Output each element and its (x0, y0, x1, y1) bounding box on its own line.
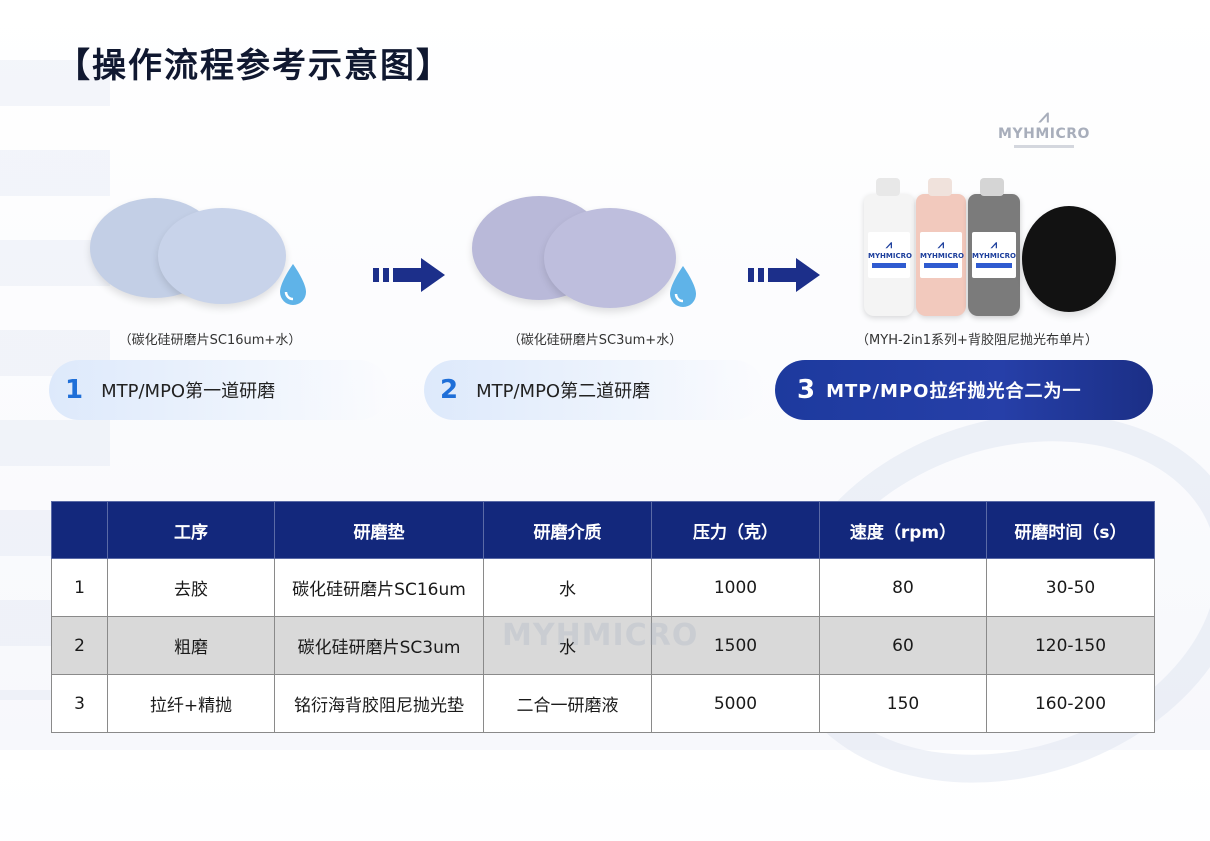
column-header: 压力（克） (651, 501, 820, 559)
table-cell: 80 (819, 558, 987, 617)
step-2-caption: （碳化硅研磨片SC3um+水） (507, 333, 683, 348)
arrow-right-icon (373, 258, 445, 292)
table-header-row: 工序 研磨垫 研磨介质 压力（克） 速度（rpm） 研磨时间（s） (51, 501, 1155, 559)
brand-logo: ⩘ MYHMICRO (992, 108, 1096, 148)
table-watermark: MYHMICRO (502, 618, 699, 653)
table-cell: 二合一研磨液 (483, 674, 652, 733)
table-cell: 水 (483, 558, 652, 617)
step-2-image (470, 190, 710, 315)
table-cell: 去胶 (107, 558, 275, 617)
table-cell: 1 (51, 558, 108, 617)
step-1-pill: 1 MTP/MPO第一道研磨 (49, 360, 389, 420)
table-cell: 1000 (651, 558, 820, 617)
table-cell: 120-150 (986, 616, 1155, 675)
step-number: 3 (797, 375, 817, 405)
step-label: MTP/MPO拉纤抛光合二为一 (826, 381, 1082, 402)
table-row: 1 去胶 碳化硅研磨片SC16um 水 1000 80 30-50 (51, 558, 1155, 617)
table-cell: 拉纤+精抛 (107, 674, 275, 733)
column-header: 研磨时间（s） (986, 501, 1155, 559)
table-cell: 碳化硅研磨片SC16um (274, 558, 484, 617)
bottle-cap (928, 178, 952, 196)
step-3-pill: 3 MTP/MPO拉纤抛光合二为一 (775, 360, 1153, 420)
logo-subline (1014, 145, 1074, 148)
step-number: 1 (65, 375, 84, 405)
water-drop-icon (670, 266, 696, 307)
process-parameter-table: 工序 研磨垫 研磨介质 压力（克） 速度（rpm） 研磨时间（s） 1 去胶 碳… (51, 501, 1155, 733)
table-cell: 1500 (651, 616, 820, 675)
table-cell: 60 (819, 616, 987, 675)
polishing-bottle-grey: ⩘MYHMICRO (968, 178, 1020, 316)
step-1-image (90, 190, 320, 310)
page-title: 【操作流程参考示意图】 (56, 46, 452, 86)
table-cell: 150 (819, 674, 987, 733)
table-cell: 水 (483, 616, 652, 675)
table-cell: 粗磨 (107, 616, 275, 675)
bottle-label: ⩘MYHMICRO (868, 232, 912, 278)
table-cell: 3 (51, 674, 108, 733)
column-header: 速度（rpm） (819, 501, 987, 559)
polishing-cloth-disc (1022, 206, 1116, 312)
table-cell: 160-200 (986, 674, 1155, 733)
polishing-bottle-pink: ⩘MYHMICRO (916, 178, 966, 316)
table-cell: 2 (51, 616, 108, 675)
grinding-disc (544, 208, 676, 308)
bottle-label: ⩘MYHMICRO (920, 232, 964, 278)
table-cell: 碳化硅研磨片SC3um (274, 616, 484, 675)
arrow-right-icon (748, 258, 820, 292)
column-header: 研磨垫 (274, 501, 484, 559)
step-label: MTP/MPO第一道研磨 (101, 381, 276, 402)
column-header: 工序 (107, 501, 275, 559)
bottle-cap (876, 178, 900, 196)
step-3-caption: （MYH-2in1系列+背胶阻尼抛光布单片） (856, 333, 1098, 348)
table-cell: 5000 (651, 674, 820, 733)
water-drop-icon (280, 264, 306, 305)
polishing-bottle-white: ⩘MYHMICRO (864, 178, 914, 316)
bottle-label: ⩘MYHMICRO (972, 232, 1016, 278)
step-3-image: ⩘MYHMICRO ⩘MYHMICRO ⩘MYHMICRO (860, 170, 1120, 320)
step-number: 2 (440, 375, 459, 405)
step-2-pill: 2 MTP/MPO第二道研磨 (424, 360, 764, 420)
step-label: MTP/MPO第二道研磨 (476, 381, 651, 402)
table-row: 2 粗磨 碳化硅研磨片SC3um 水 1500 60 120-150 (51, 616, 1155, 675)
logo-m-icon: ⩘ (1038, 106, 1050, 127)
bottle-cap (980, 178, 1004, 196)
grinding-disc (158, 208, 286, 304)
logo-brand-text: MYHMICRO (998, 126, 1090, 142)
step-1-caption: （碳化硅研磨片SC16um+水） (118, 333, 302, 348)
column-header: 研磨介质 (483, 501, 652, 559)
table-cell: 铭衍海背胶阻尼抛光垫 (274, 674, 484, 733)
table-row: 3 拉纤+精抛 铭衍海背胶阻尼抛光垫 二合一研磨液 5000 150 160-2… (51, 674, 1155, 733)
table-cell: 30-50 (986, 558, 1155, 617)
column-header (51, 501, 108, 559)
